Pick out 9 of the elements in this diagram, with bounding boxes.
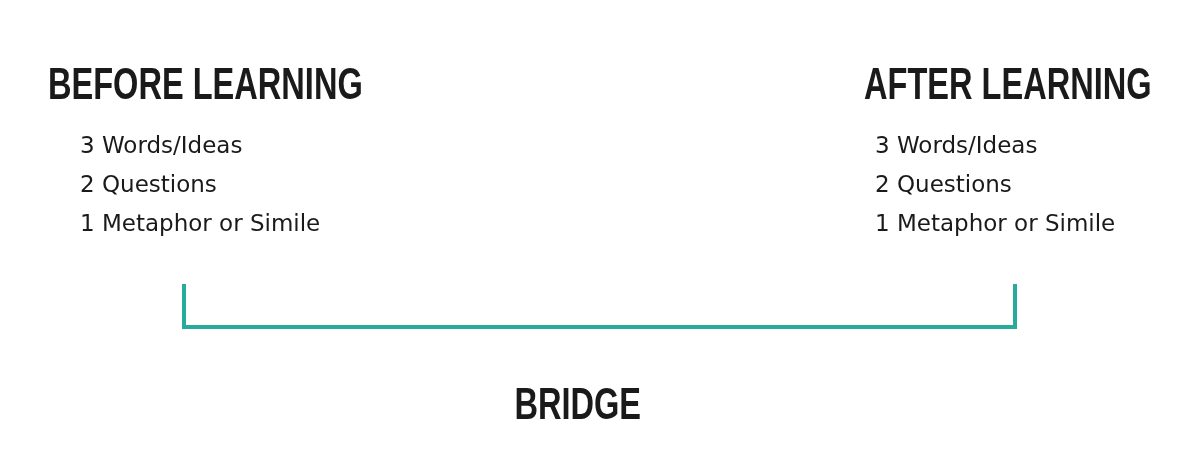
list-item: 2 Questions [80, 170, 217, 198]
bridge-label: BRIDGE [514, 382, 642, 426]
list-item: 1 Metaphor or Simile [80, 209, 321, 237]
list-item: 1 Metaphor or Simile [875, 209, 1116, 237]
list-item: 3 Words/Ideas [875, 131, 1038, 159]
heading: BEFORE LEARNING [48, 62, 363, 106]
list-item: 2 Questions [875, 170, 1012, 198]
heading: AFTER LEARNING [864, 62, 1152, 106]
list-item: 3 Words/Ideas [80, 131, 243, 159]
